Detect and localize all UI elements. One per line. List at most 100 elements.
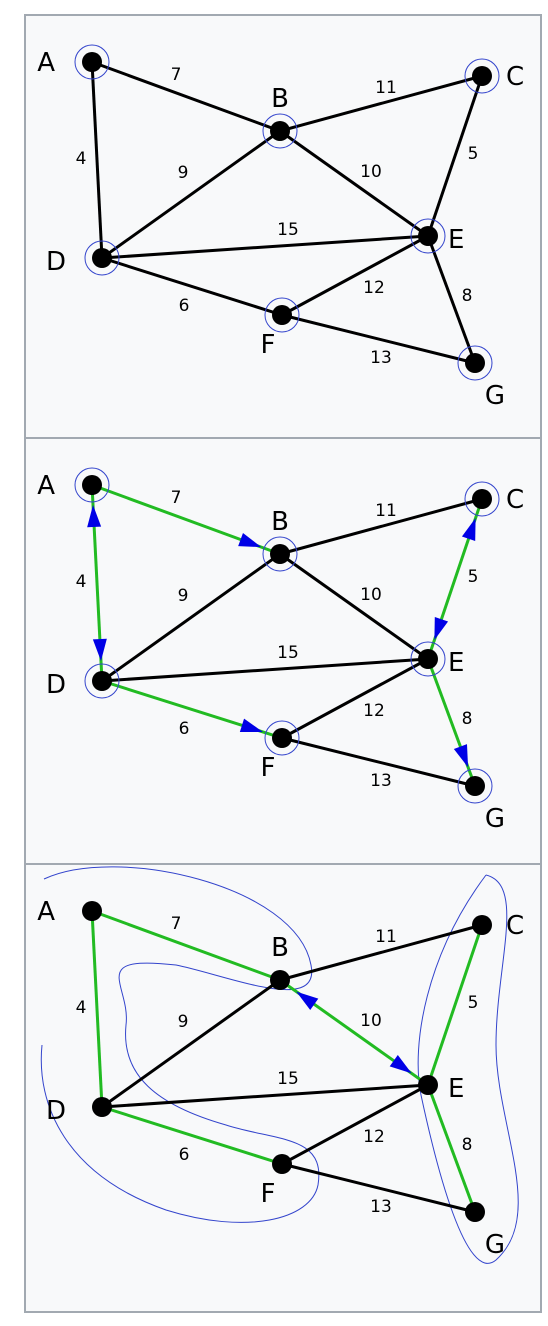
vertex-label-D: D — [46, 1096, 66, 1126]
edge-BD — [101, 129, 281, 260]
vertex-D — [92, 248, 112, 268]
edge-EG — [426, 1084, 477, 1213]
arrow-BE-to-B — [296, 991, 319, 1011]
edge-EG — [426, 235, 477, 364]
edge-weight-CE: 5 — [468, 567, 479, 587]
vertex-label-A: A — [37, 48, 55, 78]
edge-weight-DE: 15 — [277, 220, 299, 240]
edge-weight-FG: 13 — [370, 348, 392, 368]
edge-BD — [101, 978, 281, 1109]
vertex-label-C: C — [506, 911, 524, 941]
edge-weight-BE: 10 — [360, 162, 382, 182]
vertex-label-F: F — [261, 330, 276, 360]
vertex-label-C: C — [506, 62, 524, 92]
edge-CE — [426, 924, 484, 1086]
vertex-label-E: E — [448, 648, 464, 678]
vertex-F — [272, 305, 292, 325]
edge-FG — [281, 1162, 476, 1214]
vertex-label-A: A — [37, 897, 55, 927]
edge-AB — [91, 909, 281, 982]
vertex-D — [92, 1097, 112, 1117]
edge-weight-DE: 15 — [277, 1069, 299, 1089]
edge-FG — [281, 313, 476, 365]
vertex-label-D: D — [46, 670, 66, 700]
component-ring-D — [84, 240, 120, 276]
edge-DE — [101, 234, 429, 260]
edge-BD — [101, 552, 281, 683]
vertex-label-D: D — [46, 247, 66, 277]
vertex-label-B: B — [271, 507, 289, 537]
edge-weight-AB: 7 — [171, 488, 182, 508]
edge-BE — [279, 129, 429, 238]
vertex-G — [465, 776, 485, 796]
edge-weight-EF: 12 — [363, 278, 385, 298]
vertex-label-A: A — [37, 471, 55, 501]
edge-weight-EG: 8 — [462, 286, 473, 306]
edge-weight-AB: 7 — [171, 65, 182, 85]
arrow-AB-to-B — [238, 532, 262, 548]
edge-AD — [90, 61, 104, 259]
vertex-label-F: F — [261, 753, 276, 783]
edge-weight-AD: 4 — [76, 149, 87, 169]
edge-BC — [279, 74, 483, 133]
edge-DF — [101, 1105, 283, 1166]
vertex-C — [472, 66, 492, 86]
edge-BE — [279, 552, 429, 661]
component-ring-B — [262, 113, 298, 149]
edge-DF — [101, 256, 283, 317]
vertex-E — [418, 649, 438, 669]
edge-weight-BC: 11 — [375, 78, 397, 98]
arrow-CE-to-C — [461, 517, 476, 542]
vertex-A — [82, 52, 102, 72]
component-ring-D — [84, 663, 120, 699]
edge-EF — [281, 1083, 429, 1166]
component-ring-E — [410, 641, 446, 677]
arrow-AD-to-A — [87, 504, 102, 528]
vertex-label-B: B — [271, 933, 289, 963]
vertex-F — [272, 728, 292, 748]
vertex-label-C: C — [506, 485, 524, 515]
component-ring-F — [264, 720, 300, 756]
component-ring-A — [74, 44, 110, 80]
vertex-G — [465, 1202, 485, 1222]
edge-weight-BD: 9 — [178, 163, 189, 183]
vertex-B — [270, 544, 290, 564]
edge-AB — [91, 60, 281, 133]
vertex-G — [465, 353, 485, 373]
edge-weight-EF: 12 — [363, 701, 385, 721]
vertex-label-G: G — [485, 1230, 505, 1260]
component-ring-F — [264, 297, 300, 333]
vertex-A — [82, 475, 102, 495]
edge-weight-EG: 8 — [462, 709, 473, 729]
edge-weight-DF: 6 — [179, 1145, 190, 1165]
edge-AD — [90, 910, 104, 1108]
arrow-CE-to-E — [434, 616, 449, 641]
arrow-BE-to-E — [389, 1054, 412, 1074]
edge-weight-EG: 8 — [462, 1135, 473, 1155]
edge-DE — [101, 657, 429, 683]
edge-weight-DF: 6 — [179, 296, 190, 316]
vertex-label-B: B — [271, 84, 289, 114]
component-outline-2 — [417, 874, 519, 1264]
vertex-C — [472, 915, 492, 935]
vertex-A — [82, 901, 102, 921]
edge-CE — [426, 75, 484, 237]
edge-weight-AB: 7 — [171, 914, 182, 934]
edge-BC — [279, 923, 483, 982]
vertex-label-E: E — [448, 225, 464, 255]
edge-weight-CE: 5 — [468, 993, 479, 1013]
edge-weight-BE: 10 — [360, 1011, 382, 1031]
edge-weight-BD: 9 — [178, 586, 189, 606]
edge-weight-FG: 13 — [370, 1197, 392, 1217]
edge-weight-BC: 11 — [375, 501, 397, 521]
component-ring-C — [464, 481, 500, 517]
component-ring-E — [410, 218, 446, 254]
vertex-F — [272, 1154, 292, 1174]
